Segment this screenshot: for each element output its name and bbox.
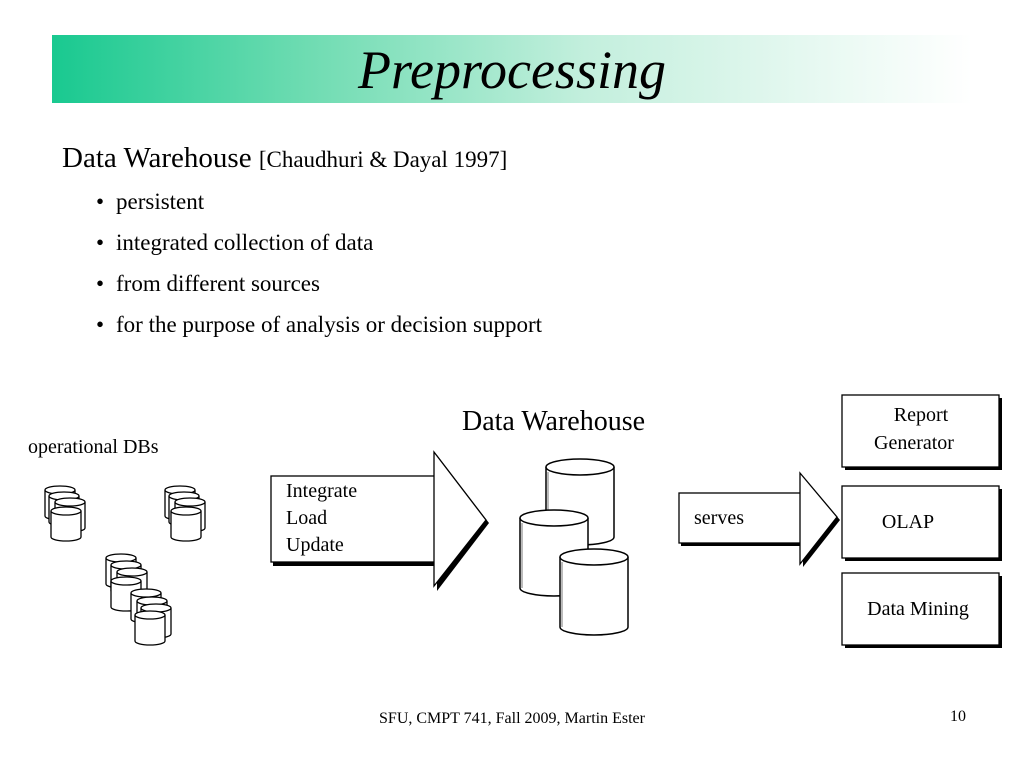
- etl-arrow: [270, 450, 489, 591]
- report-line-1: Report: [893, 404, 949, 426]
- bullet-text: persistent: [116, 189, 205, 214]
- bullet-dot: •: [96, 271, 105, 296]
- section-heading: Data Warehouse [Chaudhuri & Dayal 1997]: [62, 140, 507, 178]
- operation-load: Load: [286, 507, 328, 529]
- report-line-2: Generator: [874, 432, 954, 454]
- bullet-dot: •: [96, 189, 105, 214]
- bullet-item: • from different sources: [96, 268, 542, 309]
- report-generator-box: Report Generator: [843, 401, 999, 457]
- database-icon: [170, 506, 202, 542]
- bullet-dot: •: [96, 230, 105, 255]
- citation: [Chaudhuri & Dayal 1997]: [258, 147, 508, 172]
- output-boxes: [841, 394, 1002, 648]
- db-cluster-left: [44, 485, 86, 542]
- bullet-text: from different sources: [116, 271, 320, 296]
- db-cluster-right: [164, 485, 206, 542]
- data-warehouse-label: Data Warehouse: [462, 406, 646, 437]
- footer-text: SFU, CMPT 741, Fall 2009, Martin Ester: [379, 710, 645, 727]
- data-mining-box: Data Mining: [867, 598, 969, 620]
- operation-integrate: Integrate: [286, 480, 358, 502]
- operational-dbs-label: operational DBs: [28, 436, 159, 458]
- bullet-dot: •: [96, 312, 105, 337]
- etl-operations: Integrate Load Update: [286, 478, 357, 559]
- bullet-list: • persistent • integrated collection of da…: [96, 186, 542, 350]
- database-icon: [134, 610, 166, 646]
- page-number: 10: [950, 708, 966, 725]
- bullet-item: • for the purpose of analysis or decision…: [96, 309, 542, 350]
- serves-arrow: [678, 471, 840, 567]
- serves-label: serves: [694, 507, 744, 529]
- warehouse-database-icon: [519, 458, 629, 636]
- olap-box: OLAP: [881, 511, 935, 533]
- bullet-item: • persistent: [96, 186, 542, 227]
- db-cluster-bottom: [105, 553, 172, 646]
- slide-title: Preprocessing: [358, 40, 666, 100]
- database-icon: [50, 506, 82, 542]
- bullet-item: • integrated collection of data: [96, 227, 542, 268]
- operation-update: Update: [286, 534, 344, 556]
- heading-text: Data Warehouse: [62, 142, 252, 174]
- bullet-text: integrated collection of data: [116, 230, 374, 255]
- bullet-text: for the purpose of analysis or decision …: [116, 312, 543, 337]
- title-band: [52, 35, 972, 103]
